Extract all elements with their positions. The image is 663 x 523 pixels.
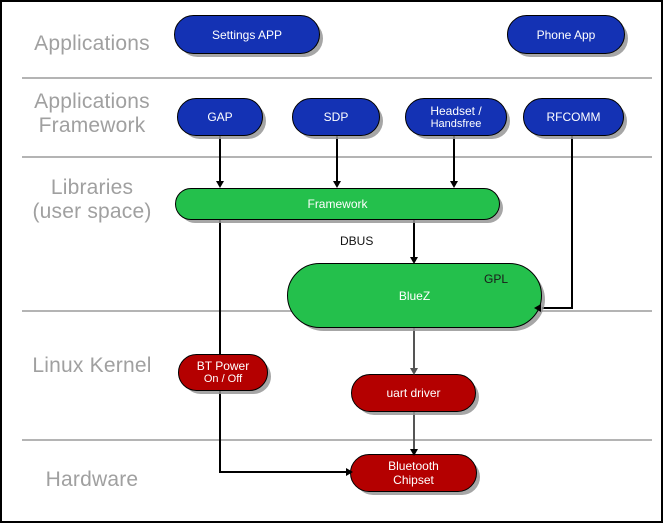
node-headset-handsfree-label-2: Handsfree: [430, 117, 482, 130]
node-bluez-license-tag: GPL: [484, 272, 509, 286]
edge-uart-to-chipset: [413, 412, 415, 454]
arrowhead-rfcomm-bluez: [534, 304, 541, 312]
node-rfcomm-label: RFCOMM: [546, 110, 601, 124]
layer-label-applications: Applications: [34, 32, 150, 55]
edge-headset-to-framework: [453, 136, 455, 184]
arrowhead-uart-chipset: [410, 449, 418, 456]
edge-rfcomm-vertical: [571, 136, 573, 308]
edge-gap-to-framework: [219, 136, 221, 184]
node-bt-power-label-1: BT Power: [196, 359, 250, 373]
node-headset-handsfree[interactable]: Headset / Handsfree: [405, 98, 507, 136]
node-gap-label: GAP: [207, 110, 233, 124]
node-framework[interactable]: Framework: [175, 188, 500, 220]
node-headset-handsfree-label-1: Headset /: [430, 103, 482, 118]
edge-bluez-to-uart: [413, 328, 415, 372]
arrowhead-framework-bluez: [410, 257, 418, 264]
divider-linux-kernel: [22, 439, 652, 441]
arrowhead-headset-framework: [450, 181, 458, 188]
layer-label-libraries: Libraries (user space): [32, 176, 152, 223]
edge-framework-to-bluez: [413, 220, 415, 260]
edge-gap-to-chipset-horizontal: [219, 471, 352, 473]
edge-label-dbus: DBUS: [338, 234, 376, 248]
node-sdp[interactable]: SDP: [292, 98, 380, 136]
node-bluetooth-chipset-label-2: Chipset: [393, 473, 434, 487]
node-uart-driver-label: uart driver: [386, 386, 441, 400]
node-phone-app[interactable]: Phone App: [507, 15, 625, 54]
divider-applications: [22, 77, 652, 79]
layer-label-hardware: Hardware: [45, 468, 139, 491]
node-settings-app[interactable]: Settings APP: [174, 15, 320, 54]
node-bluetooth-chipset-label-1: Bluetooth: [388, 459, 439, 473]
node-rfcomm[interactable]: RFCOMM: [523, 98, 624, 136]
node-bluez-label: BlueZ: [398, 288, 431, 303]
node-bt-power-label-2: On / Off: [203, 373, 243, 385]
arrowhead-bluez-uart: [410, 368, 418, 375]
node-uart-driver[interactable]: uart driver: [351, 374, 476, 412]
node-bluez[interactable]: BlueZ: [287, 263, 542, 328]
node-gap[interactable]: GAP: [177, 98, 263, 136]
node-settings-app-label: Settings APP: [211, 27, 283, 42]
edge-sdp-to-framework: [336, 136, 338, 184]
arrowhead-gap-framework: [216, 181, 224, 188]
node-framework-label: Framework: [307, 197, 368, 211]
edge-gap-to-chipset-vertical: [219, 220, 221, 472]
edge-rfcomm-horizontal: [542, 307, 573, 309]
layer-label-applications-framework: Applications Framework: [34, 90, 150, 137]
arrowhead-sdp-framework: [333, 181, 341, 188]
node-bt-power[interactable]: BT Power On / Off: [178, 354, 268, 391]
node-sdp-label: SDP: [323, 110, 349, 124]
layer-label-linux-kernel: Linux Kernel: [32, 354, 152, 377]
node-phone-app-label: Phone App: [536, 27, 596, 42]
node-bluetooth-chipset[interactable]: Bluetooth Chipset: [350, 454, 477, 492]
arrowhead-gap-chipset: [346, 468, 353, 476]
